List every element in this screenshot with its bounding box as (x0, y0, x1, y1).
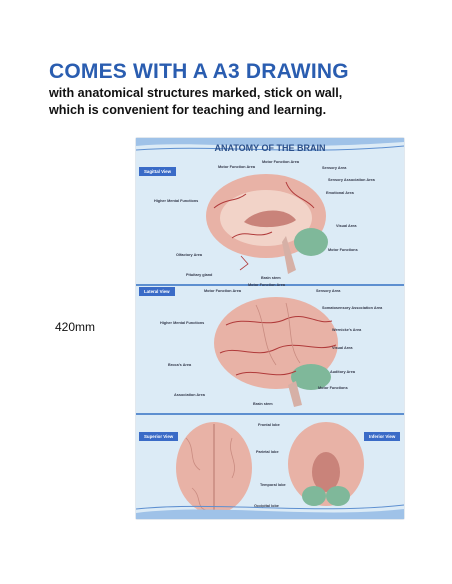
lat-motor-functions-label: Motor Functions (318, 386, 348, 390)
sag-olfactory-label: Olfactory Area (176, 253, 203, 257)
divider-2 (136, 413, 404, 415)
lat-broca-label: Broca's Area (168, 363, 192, 367)
poster-title: ANATOMY OF THE BRAIN (214, 143, 326, 153)
sag-motor-functions-label: Motor Functions (328, 248, 358, 252)
superior-view-tab: Superior View (139, 432, 179, 441)
lat-brainstem-label: Brain stem (253, 402, 273, 406)
sup-frontal-label: Frontal lobe (258, 423, 280, 427)
brain-anatomy-poster: ANATOMY OF THE BRAIN Sagittal View Motor… (136, 138, 404, 519)
sagittal-view-tab: Sagittal View (139, 167, 177, 176)
sag-emotional-label: Emotional Area (326, 191, 354, 195)
lateral-view-tab: Lateral View (139, 287, 175, 296)
lat-association-label: Association Area (174, 393, 205, 397)
sag-motor-label: Motor Function Area (218, 165, 255, 169)
sup-occipital-label: Occipital lobe (254, 504, 279, 508)
sag-pituitary-label: Pituitary gland (186, 273, 213, 277)
lat-somatosensory-label: Somatosensory Association Area (322, 306, 383, 310)
sagittal-brain-illustration (206, 174, 328, 274)
subline-2: which is convenient for teaching and lea… (49, 103, 327, 117)
divider-1 (136, 284, 404, 286)
sup-parietal-label: Parietal lobe (256, 450, 279, 454)
headline: COMES WITH A A3 DRAWING (49, 60, 349, 83)
lat-wernicke-label: Wernicke's Area (332, 328, 362, 332)
sag-visual-label: Visual Area (336, 224, 357, 228)
lat-sensory-label: Sensory Area (316, 289, 341, 293)
sag-brainstem-label: Brain stem (261, 276, 281, 280)
lat-motor-label: Motor Function Area (204, 289, 241, 293)
footer-wave (136, 504, 404, 519)
header-wave (136, 138, 404, 151)
sag-sensory-assoc-label: Sensory Association Area (328, 178, 375, 182)
dimension-label: 420mm (55, 320, 96, 334)
lat-higher-label: Higher Mental Functions (160, 321, 205, 325)
sup-temporal-label: Temporal lobe (260, 483, 286, 487)
lat-motor-top-label: Motor Function Area (248, 283, 285, 287)
lat-visual-label: Visual Area (332, 346, 353, 350)
superior-inferior-illustration (176, 422, 364, 514)
subline-1: with anatomical structures marked, stick… (49, 86, 343, 100)
inferior-view-tab: Inferior View (364, 432, 401, 441)
sag-higher-label: Higher Mental Functions (154, 199, 199, 203)
lateral-brain-illustration (214, 297, 338, 407)
sag-sensory-label: Sensory Area (322, 166, 347, 170)
sag-motor-top-label: Motor Function Area (262, 160, 299, 164)
lat-auditory-label: Auditory Area (330, 370, 355, 374)
